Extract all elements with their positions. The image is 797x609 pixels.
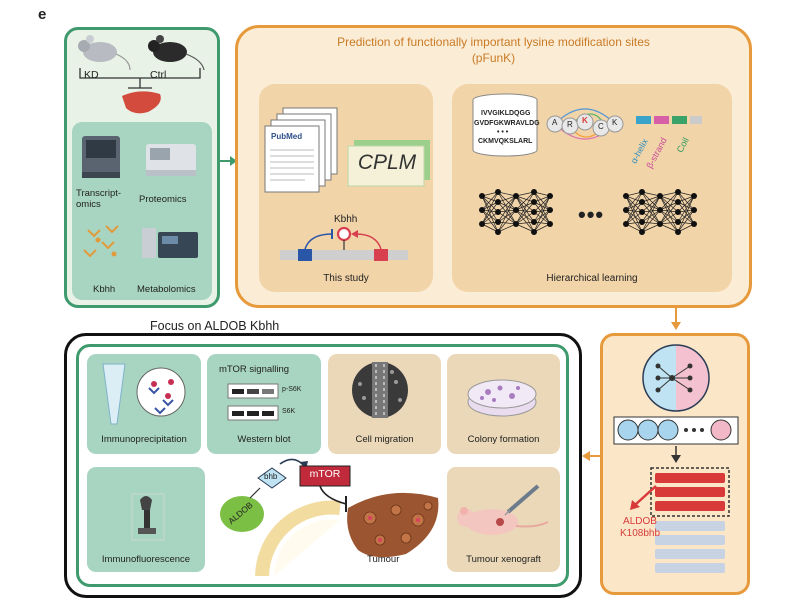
cell-migration-label: Cell migration [355,434,414,445]
this-study-caption: This study [323,273,369,284]
prediction-list-tail [655,549,725,573]
pubmed-papers-icon [264,107,338,193]
xenograft-mouse-icon [457,484,549,535]
bhb-diamond-icon [257,467,287,489]
sequence-database-icon [472,93,538,157]
focus-title: Focus on ALDOB Kbhh [140,319,290,333]
mechanism-diagram [220,458,439,577]
cell-migration-icon [352,362,408,418]
prediction-graphic [613,344,739,545]
western-blot-label: Western blot [237,434,291,445]
residue-k-center: K [582,116,588,125]
arrow-to-pfunk [220,156,237,166]
proteomics-label: Proteomics [139,194,187,205]
tumour-liver-icon [347,492,439,558]
cplm-database-icon [347,140,430,187]
colony-formation-label: Colony formation [467,434,540,445]
mtor-box-icon [299,465,351,487]
kd-label: KD [84,69,99,81]
immunoprecipitation-label: Immunoprecipitation [101,434,187,445]
metabolomics-icon [142,228,198,258]
kbhh-molecules-icon [83,225,119,258]
transcriptomics-label: Transcript- omics [76,188,122,210]
secondary-structure-bar [636,116,702,124]
sequence-2: GVDFGKWRAVLDG [474,120,540,127]
mice-illustration [78,35,205,114]
kbhh-site-diagram [280,226,408,261]
tumour-label: Tumour [367,554,400,565]
sequence-1: IVVGIKLDQGG [481,110,531,117]
liver-icon [122,91,161,114]
pfunk-title: Prediction of functionally important lys… [337,35,650,49]
kd-mouse-icon [78,35,131,71]
colony-formation-icon [467,379,537,417]
residue-k: K [612,118,618,127]
mtor-signalling-label: mTOR signalling [219,364,290,375]
sequencer-icon [82,136,120,178]
tumour-xenograft-label: Tumour xenograft [466,554,541,565]
network-ellipsis: ••• [578,202,605,227]
residue-a: A [552,118,558,127]
western-blot-icon [227,383,279,421]
residue-c: C [598,122,604,131]
bhb-label: bhb [264,472,278,481]
aldob-k108bhb-label: ALDOB K108bhb [619,516,661,539]
sequence-3: CKMVQKSLARL [478,138,533,145]
pfunk-subtitle: (pFunK) [471,51,516,65]
neural-network-right-icon [623,189,697,235]
ctrl-mouse-icon [148,35,205,71]
mass-spec-icon [146,144,196,176]
residue-graph-icon [546,108,624,140]
neural-network-left-icon [479,189,553,235]
microscope-icon [131,493,165,541]
ctrl-label: Ctrl [150,69,167,81]
aldob-protein-icon [220,496,264,532]
arrow-to-prediction [671,306,681,330]
s6k-label: S6K [282,408,296,415]
pubmed-logo: PubMed [271,132,303,141]
sequence-ellipsis: • • • [497,129,509,136]
omics-instruments [82,136,198,258]
hierarchical-learning-caption: Hierarchical learning [546,273,638,284]
metabolomics-label: Metabolomics [137,284,196,295]
kbhh-omics-label: Kbhh [93,284,116,295]
immunoprecipitation-icon [102,363,186,425]
p-s6k-label: p-S6K [282,386,302,393]
kbhh-site-label: Kbhh [334,214,358,225]
mtor-label: mTOR [309,468,341,480]
panel-letter: e [38,6,47,23]
cplm-label: CPLM [357,151,417,174]
arrow-to-focus [582,451,602,461]
cell-membrane-icon [255,500,341,577]
residue-r: R [567,120,573,129]
immunofluorescence-label: Immunofluorescence [101,554,191,565]
western-blot-card [207,354,321,454]
